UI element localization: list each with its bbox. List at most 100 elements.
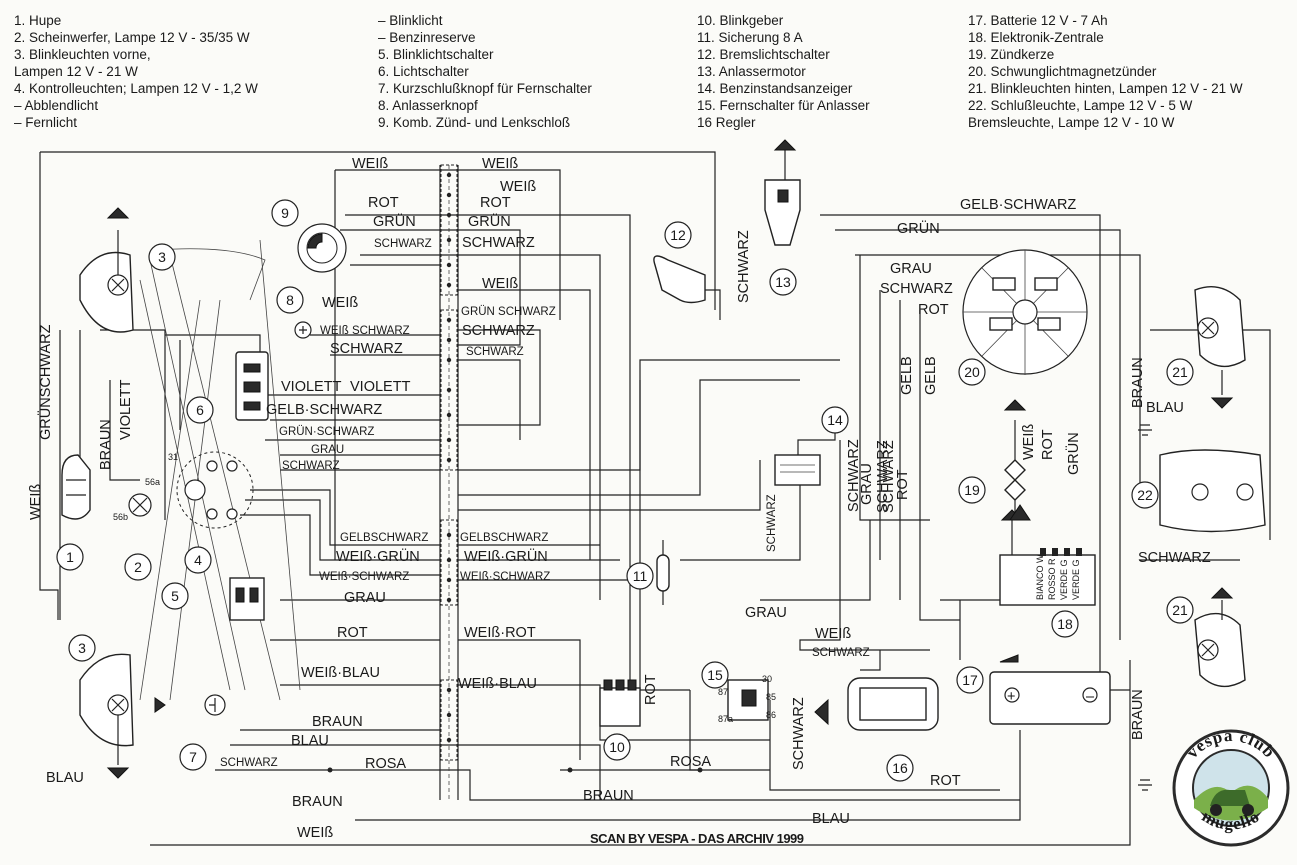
legend-line: 19. Zündkerze	[968, 47, 1055, 62]
component-number-circle	[769, 268, 797, 296]
component-number-circle	[821, 406, 849, 434]
tail-light	[1159, 449, 1266, 533]
terminal-label: 87	[718, 687, 728, 697]
legend-line: – Blinklicht	[378, 13, 443, 28]
component-number: 15	[707, 667, 723, 683]
wire-color-label: SCHWARZ	[374, 238, 432, 250]
component-number: 20	[964, 364, 980, 380]
ground-symbols	[1009, 424, 1152, 791]
wire-color-label: VIOLETT	[281, 379, 342, 395]
scan-credit: SCAN BY VESPA - DAS ARCHIV 1999	[590, 831, 804, 846]
wire-color-label: WEIß·GRÜN	[464, 547, 548, 565]
wire-color-label: WEIß·ROT	[464, 625, 536, 641]
warning-lamps	[176, 451, 254, 529]
wire-color-label: VIOLETT	[118, 379, 134, 440]
indicator-switch	[229, 577, 265, 621]
wire-color-label: BRAUN	[98, 419, 114, 470]
wire-color-label: ROT	[895, 469, 911, 500]
terminal-label: 87a	[718, 714, 733, 724]
battery-plus: +	[1007, 689, 1015, 705]
component-number-circle	[56, 543, 84, 571]
wire-color-label: GELB	[899, 356, 915, 395]
wire-color-label: GELB·SCHWARZ	[266, 402, 382, 418]
wire-color-label: WEIß SCHWARZ	[320, 325, 410, 337]
component-number-circle	[179, 743, 207, 771]
component-number: 10	[609, 739, 625, 755]
wire-color-label: GELB·SCHWARZ	[960, 197, 1076, 213]
starter-relay	[727, 679, 769, 721]
wire-color-label: WEIß	[297, 825, 333, 841]
component-number: 5	[171, 588, 179, 604]
wire-color-label: SCHWARZ	[466, 346, 524, 358]
legend-line: – Fernlicht	[14, 115, 78, 130]
wire-color-label: GRAU	[745, 605, 787, 621]
wires	[39, 151, 1271, 846]
wire-color-label: WEIß·SCHWARZ	[460, 571, 550, 583]
legend-line: Lampen 12 V - 21 W	[14, 64, 138, 79]
wire-color-label: WEIß	[352, 156, 388, 172]
legend-line: 11. Sicherung 8 A	[697, 30, 803, 45]
legend-line: 14. Benzinstandsanzeiger	[697, 81, 853, 96]
wire-color-label: ROT	[643, 674, 659, 705]
component-number: 18	[1057, 616, 1073, 632]
wire-color-label: GELB	[923, 356, 939, 395]
legend-line: 7. Kurzschlußknopf für Fernschalter	[378, 81, 592, 96]
component-number: 21	[1172, 602, 1188, 618]
fuel-gauge	[774, 425, 836, 486]
wire-color-label: ROT	[337, 625, 368, 641]
wire-color-label: BRAUN	[292, 794, 343, 810]
terminal-label: VERDE G	[1071, 559, 1081, 600]
front-indicator-right	[79, 653, 134, 779]
legend-line: 18. Elektronik-Zentrale	[968, 30, 1104, 45]
component-number-circle	[1166, 596, 1194, 624]
legend-line: 12. Bremslichtschalter	[697, 47, 830, 62]
wire-color-label: SCHWARZ	[791, 697, 807, 770]
component-number-circle	[603, 733, 631, 761]
light-switch	[235, 351, 269, 421]
wire-color-label: BLAU	[291, 733, 329, 749]
terminal-label: 30	[762, 674, 772, 684]
terminal-label: 86	[766, 710, 776, 720]
component-number: 21	[1172, 364, 1188, 380]
component-number-circle	[664, 221, 692, 249]
wire-color-label: GRAU	[890, 261, 932, 277]
flasher-unit	[599, 679, 641, 727]
terminal-label: 56a	[145, 477, 160, 487]
wire-color-label: BRAUN	[1130, 357, 1146, 408]
legend-line: – Benzinreserve	[378, 30, 476, 45]
headlamp	[128, 493, 152, 517]
component-number-circle	[276, 286, 304, 314]
component-number: 6	[196, 402, 204, 418]
component-number-circle	[701, 661, 729, 689]
wire-color-label: GRAU	[344, 590, 386, 606]
legend-line: 5. Blinklichtschalter	[378, 47, 494, 62]
component-number: 7	[189, 749, 197, 765]
spark-plug	[1003, 399, 1027, 520]
component-number-circle	[184, 546, 212, 574]
rear-indicator-bottom	[1194, 587, 1246, 688]
terminal-label: ROSSO R	[1047, 558, 1057, 600]
bus-connectors	[327, 164, 703, 773]
battery	[989, 654, 1111, 725]
legend-line: 8. Anlasserknopf	[378, 98, 478, 113]
component-number: 17	[962, 672, 978, 688]
wire-color-label: WEIß·SCHWARZ	[319, 571, 409, 583]
legend-line: 1. Hupe	[14, 13, 62, 28]
wire-color-label: BRAUN	[312, 714, 363, 730]
voltage-regulator	[814, 677, 939, 731]
component-number-circle	[161, 582, 189, 610]
wire-color-label: ROT	[930, 773, 961, 789]
legend-line: 15. Fernschalter für Anlasser	[697, 98, 870, 113]
component-number-circle	[958, 476, 986, 504]
wire-color-label: WEIß	[500, 179, 536, 195]
component-number-circle	[956, 666, 984, 694]
component-number: 12	[670, 227, 686, 243]
wire-color-label: GRAU	[859, 463, 875, 505]
legend-line: 9. Komb. Zünd- und Lenkschloß	[378, 115, 571, 130]
wire-color-label: GELBSCHWARZ	[340, 532, 428, 544]
